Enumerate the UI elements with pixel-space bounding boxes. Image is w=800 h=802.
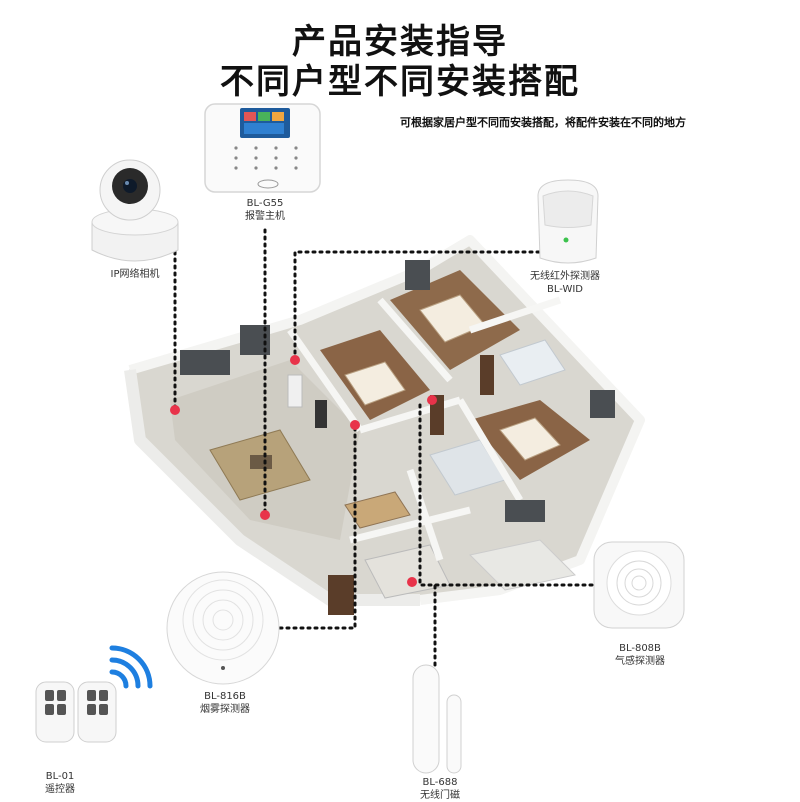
smoke-detector-device (166, 571, 280, 685)
pir-name-label: 无线红外探测器 (530, 271, 600, 282)
smoke-model-label: BL-816B (204, 691, 246, 702)
door-sensor-device (412, 664, 462, 774)
remote-name-label: 遥控器 (45, 784, 75, 795)
gas-name-label: 气感探测器 (615, 656, 665, 667)
floor-plan (124, 235, 645, 615)
door-name-label: 无线门磁 (420, 790, 460, 801)
connector-dots (170, 355, 437, 587)
host-name-label: 报警主机 (245, 211, 285, 222)
connector-lines (173, 228, 594, 667)
subtitle: 可根据家居户型不同而安装搭配，将配件安装在不同的地方 (400, 116, 686, 129)
remote-model-label: BL-01 (45, 771, 75, 782)
pir-model-label: BL-WID (547, 284, 583, 295)
remote-controller-device (35, 681, 117, 743)
door-model-label: BL-688 (422, 777, 458, 788)
smoke-name-label: 烟雾探测器 (200, 704, 250, 715)
ip-camera-device (91, 159, 179, 262)
camera-name-label: IP网络相机 (110, 269, 160, 280)
host-model-label: BL-G55 (246, 198, 284, 209)
pir-detector-device (537, 179, 599, 264)
gas-detector-device (593, 541, 685, 629)
gas-model-label: BL-808B (619, 643, 661, 654)
heading-line1: 产品安装指导 (292, 22, 508, 62)
alarm-host-device (204, 103, 321, 193)
wifi-signal-icon (109, 645, 153, 689)
heading-line2: 不同户型不同安装搭配 (220, 62, 580, 102)
